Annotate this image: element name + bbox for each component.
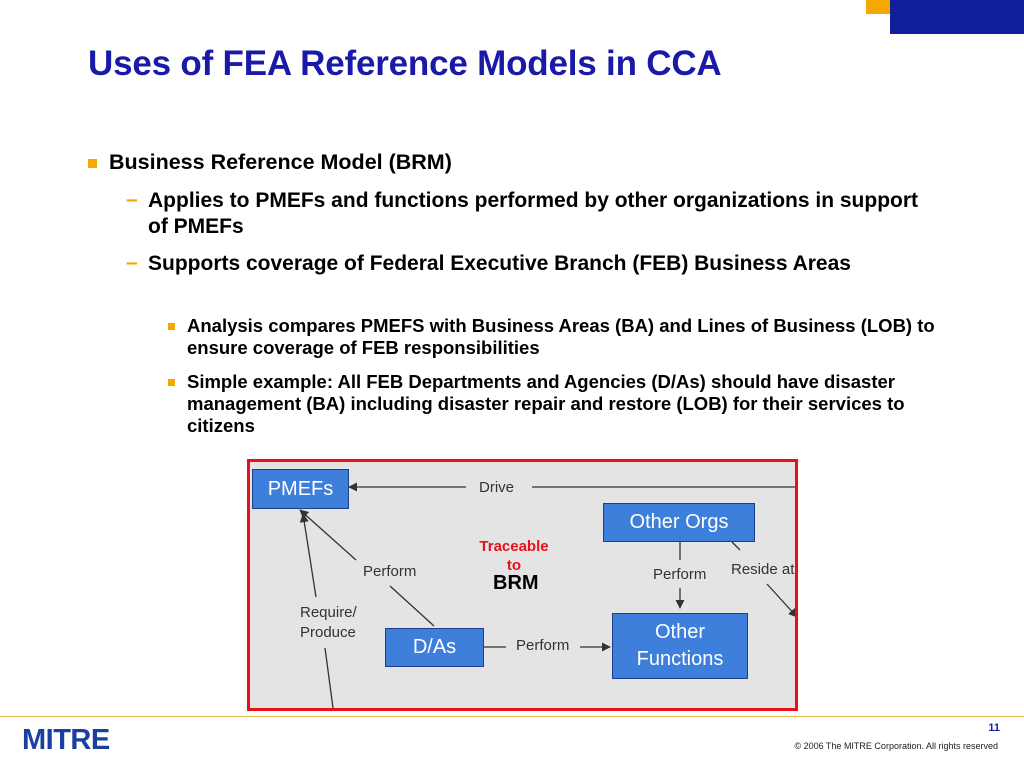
edge-reside-lower bbox=[766, 583, 795, 618]
bullet-level2-text: Applies to PMEFs and functions performed… bbox=[148, 189, 919, 238]
edge-perform-lower bbox=[389, 585, 435, 627]
copyright-notice: © 2006 The MITRE Corporation. All rights… bbox=[794, 741, 998, 751]
footer-divider bbox=[0, 716, 1024, 717]
edge-require-upper bbox=[299, 513, 317, 598]
label-require-produce: Require/ Produce bbox=[300, 604, 357, 641]
bullet-level1-text: Business Reference Model (BRM) bbox=[109, 150, 452, 174]
node-other-functions: Other Functions bbox=[612, 613, 748, 679]
mitre-logo: MITRE bbox=[22, 724, 110, 756]
dash-bullet-icon: – bbox=[126, 188, 138, 211]
label-drive: Drive bbox=[479, 479, 515, 496]
bullet-level3-text: Analysis compares PMEFS with Business Ar… bbox=[187, 315, 935, 358]
square-bullet-icon bbox=[168, 323, 175, 330]
square-bullet-icon bbox=[168, 379, 175, 386]
dash-bullet-icon: – bbox=[126, 251, 138, 274]
edge-perform-upper bbox=[299, 509, 357, 561]
bullet-level3-text: Simple example: All FEB Departments and … bbox=[187, 371, 905, 436]
bullet-level2-text: Supports coverage of Federal Executive B… bbox=[148, 252, 851, 275]
node-pmefs: PMEFs bbox=[252, 469, 349, 509]
label-perform-orgs-functions: Perform bbox=[653, 566, 707, 583]
corner-accent-blue bbox=[890, 0, 1024, 34]
slide-title: Uses of FEA Reference Models in CCA bbox=[88, 44, 722, 83]
page-number: 11 bbox=[988, 722, 1000, 734]
brm-diagram: PMEFs Other Orgs D/As Other Functions Dr… bbox=[247, 459, 798, 711]
label-perform-das-functions: Perform bbox=[516, 637, 570, 654]
label-perform-das-pmefs: Perform bbox=[363, 563, 417, 580]
label-brm: BRM bbox=[493, 572, 539, 594]
edge-require-lower bbox=[324, 647, 334, 708]
edge-reside-upper bbox=[731, 541, 741, 551]
square-bullet-icon bbox=[88, 159, 97, 168]
label-reside-at: Reside at bbox=[731, 561, 795, 578]
diagram-connectors bbox=[299, 482, 795, 708]
label-traceable-to: Traceable to bbox=[479, 538, 549, 574]
node-das: D/As bbox=[385, 628, 484, 667]
corner-accent-gold bbox=[866, 0, 890, 14]
node-other-orgs: Other Orgs bbox=[603, 503, 755, 542]
